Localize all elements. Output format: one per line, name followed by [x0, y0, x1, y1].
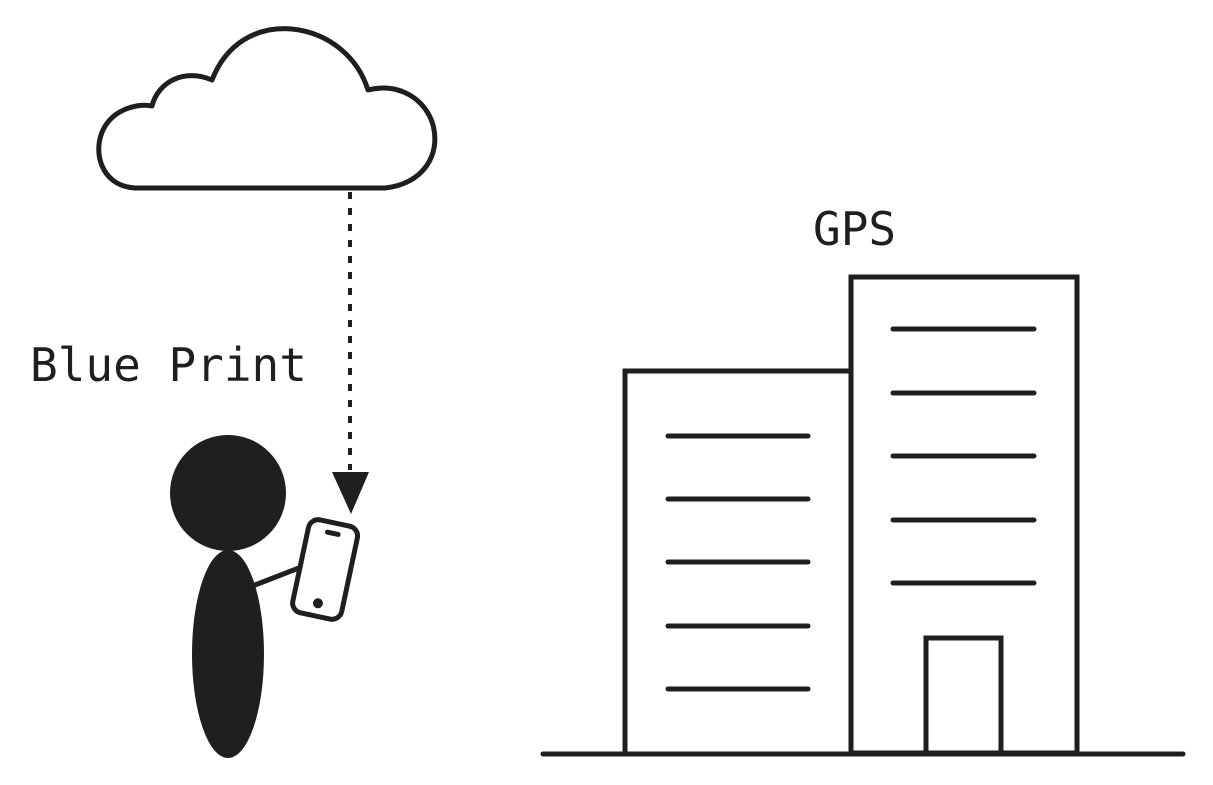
gps-label: GPS [813, 202, 896, 256]
person-body [192, 550, 264, 758]
smartphone-icon [290, 517, 361, 622]
buildings-icon [540, 274, 1186, 757]
left-building [622, 368, 854, 755]
person-arm [252, 563, 307, 588]
person-head [170, 435, 286, 551]
person-icon [170, 435, 307, 758]
download-arrow [332, 192, 369, 514]
blue-print-label: Blue Print [30, 338, 307, 392]
cloud-icon [96, 26, 438, 191]
building-door [923, 635, 1004, 752]
right-building [848, 274, 1080, 756]
